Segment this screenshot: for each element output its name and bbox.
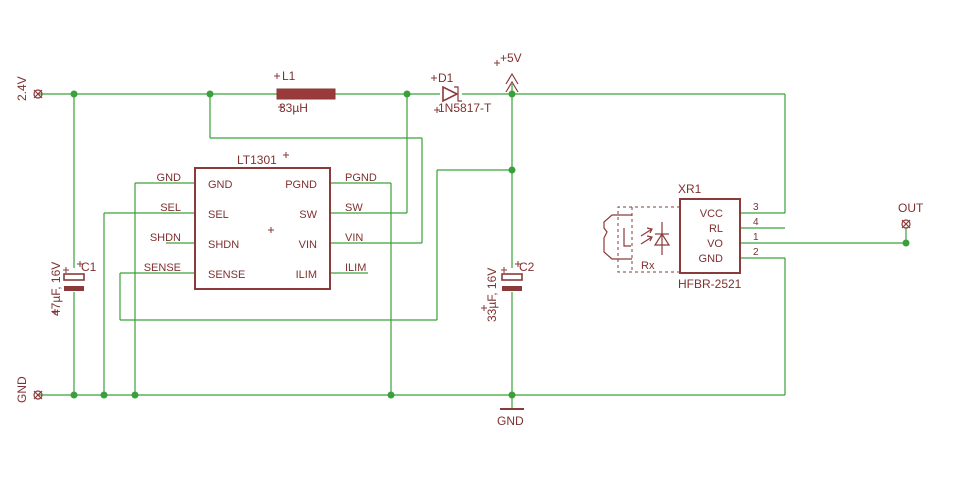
junction (902, 239, 910, 247)
junction (508, 90, 516, 98)
capacitor-c1-value: 47µF, 16V (49, 262, 63, 316)
receiver-name: XR1 (678, 182, 702, 196)
receiver-pin-number: 4 (753, 217, 759, 228)
ic-pin-pgnd: PGND (285, 179, 317, 191)
ic-ext-vin: VIN (345, 232, 363, 244)
ic-pin-sw: SW (299, 209, 317, 221)
receiver-pin-vo: VO (707, 238, 723, 250)
ic-ext-sense: SENSE (144, 262, 181, 274)
net-label-gnd-bottom: GND (497, 414, 524, 428)
terminal-gnd-left: GND (15, 376, 43, 403)
ic-ext-ilim: ILIM (345, 262, 366, 274)
photodiode-icon (653, 222, 671, 255)
inductor-l1: L1 33µH (274, 69, 336, 115)
net-label-vcc: +5V (500, 51, 522, 65)
junction (403, 90, 411, 98)
receiver-pin-number: 1 (753, 232, 759, 243)
light-arrows-icon (640, 227, 653, 245)
ic-ext-pgnd: PGND (345, 172, 377, 184)
junction (508, 166, 516, 174)
ic-pin-gnd: GND (208, 179, 233, 191)
junction (70, 90, 78, 98)
receiver-pin-gnd: GND (699, 253, 724, 265)
ic-pin-shdn: SHDN (208, 239, 239, 251)
junction (508, 391, 516, 399)
ground-symbol: GND (497, 408, 524, 428)
junction (131, 391, 139, 399)
ic-ext-sel: SEL (160, 202, 181, 214)
receiver-pin-vcc: VCC (700, 208, 723, 220)
fiber-connector-icon (603, 214, 632, 260)
ic-pin-sense: SENSE (208, 269, 245, 281)
ic-lt1301: LT1301 GND SEL SHDN SENSE PGND SW VIN IL… (144, 152, 377, 290)
ic-ext-sw: SW (345, 202, 363, 214)
receiver-value: HFBR-2521 (678, 277, 742, 291)
junction (387, 391, 395, 399)
diode-name: D1 (438, 71, 454, 85)
junction (206, 90, 214, 98)
receiver-pin-rl: RL (709, 223, 723, 235)
inductor-value: 33µH (279, 101, 308, 115)
receiver-xr1: XR1 HFBR-2521 VCC RL VO GND 3 4 1 2 Rx (603, 182, 759, 291)
capacitor-c2-value: 33µF, 16V (485, 268, 499, 322)
ic-ext-gnd: GND (157, 172, 182, 184)
wires (38, 84, 907, 408)
capacitor-c1-name: C1 (81, 260, 97, 274)
ic-pin-sel: SEL (208, 209, 229, 221)
inductor-name: L1 (282, 69, 296, 83)
receiver-pin-number: 2 (753, 247, 759, 258)
capacitor-c2-name: C2 (519, 260, 535, 274)
receiver-rx-label: Rx (641, 260, 655, 272)
junction (70, 391, 78, 399)
junctions (70, 90, 910, 399)
junction (100, 391, 108, 399)
net-label-gnd-left: GND (15, 376, 29, 403)
terminal-out: OUT (898, 201, 924, 229)
ic-name: LT1301 (237, 153, 277, 167)
terminal-vin: 2.4V (15, 76, 43, 101)
net-label-vin: 2.4V (15, 76, 29, 101)
ic-pin-ilim: ILIM (296, 269, 317, 281)
capacitor-c1: C1 47µF, 16V (49, 260, 97, 316)
receiver-pin-number: 3 (753, 202, 759, 213)
ic-ext-shdn: SHDN (150, 232, 181, 244)
ic-pin-vin: VIN (299, 239, 317, 251)
diode-d1: D1 1N5817-T (431, 71, 492, 115)
net-label-out: OUT (898, 201, 924, 215)
capacitor-c2: C2 33µF, 16V (481, 260, 535, 322)
diode-value: 1N5817-T (438, 101, 492, 115)
power-symbol-5v: +5V (494, 51, 522, 93)
